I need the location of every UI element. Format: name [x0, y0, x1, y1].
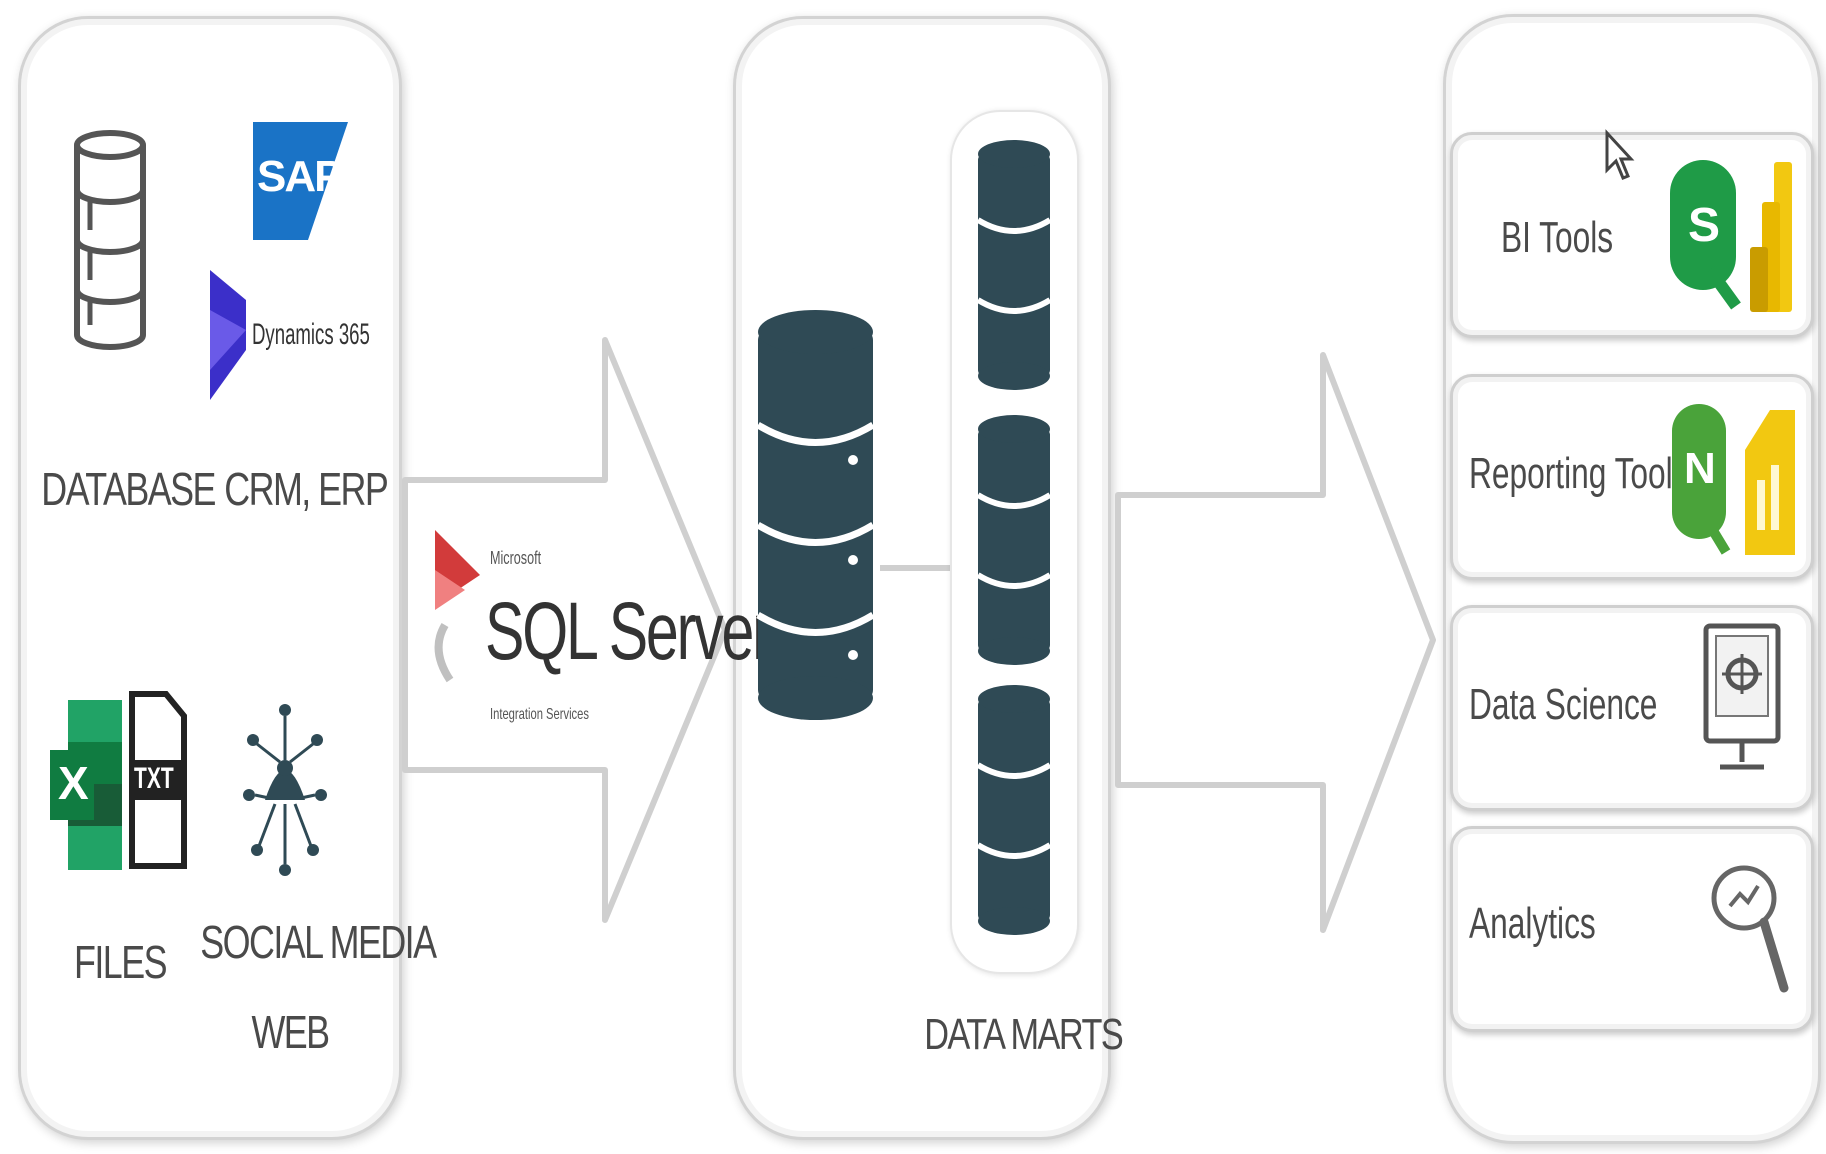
reporting-tools-label: Reporting Tools [1469, 449, 1689, 498]
crm-erp-label: CRM, ERP [224, 463, 389, 515]
flow-arrow-right [1115, 352, 1436, 933]
files-label: FILES [74, 936, 167, 988]
data-mart-icon-1 [976, 140, 1052, 390]
social-network-icon [243, 704, 327, 876]
ssis-microsoft-text: Microsoft [490, 548, 542, 568]
bi-tools-label: BI Tools [1501, 213, 1614, 262]
data-science-monitor-icon [1703, 623, 1781, 770]
data-mart-icon-2 [976, 415, 1052, 665]
power-bi-report-icon [1745, 410, 1795, 555]
analytics-search-icon [1711, 865, 1789, 993]
sources-panel [18, 16, 402, 1140]
qlikview-icon: N [1672, 404, 1731, 555]
mouse-cursor-icon [1605, 129, 1635, 180]
qlik-sense-icon: S [1670, 160, 1741, 310]
bi-tools-card[interactable]: BI Tools [1450, 132, 1814, 338]
flow-arrow-left [402, 337, 728, 923]
ssis-product-text: SQL Server [485, 586, 772, 677]
ssis-logo-icon [434, 530, 480, 683]
ssis-subtitle-text: Integration Services [490, 706, 589, 723]
warehouse-to-marts-connector [880, 565, 950, 571]
database-outline-icon [74, 130, 146, 350]
web-label: WEB [251, 1006, 330, 1058]
analytics-label: Analytics [1469, 899, 1596, 948]
dynamics-365-text: Dynamics 365 [252, 318, 370, 351]
power-bi-icon [1750, 162, 1792, 312]
data-science-label: Data Science [1469, 680, 1658, 729]
sap-logo: SAP [253, 122, 348, 240]
data-warehouse-icon [756, 310, 875, 720]
txt-file-icon: TXT [128, 690, 188, 870]
dynamics-365-icon [210, 270, 246, 400]
data-marts-label: DATA MARTS [924, 1010, 1124, 1059]
data-mart-icon-3 [976, 685, 1052, 935]
database-label: DATABASE [41, 463, 216, 515]
excel-icon: X [50, 700, 122, 870]
social-media-label: SOCIAL MEDIA [200, 916, 437, 968]
